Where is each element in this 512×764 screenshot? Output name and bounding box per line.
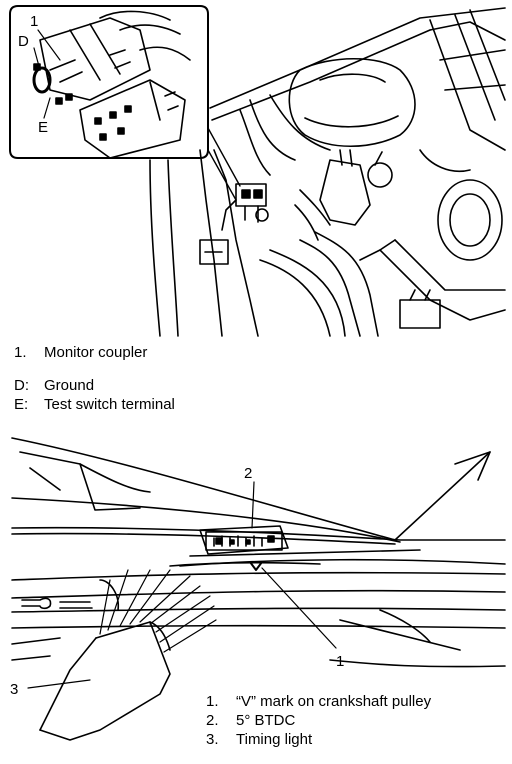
legend-number: D:: [14, 377, 29, 394]
engine-front-drawing: [12, 438, 505, 667]
legend-text: “V” mark on crankshaft pulley: [236, 693, 432, 710]
legend-item: 1. “V” mark on crankshaft pulley: [206, 693, 431, 711]
legend-text: Monitor coupler: [44, 344, 148, 361]
callout-1: 1: [336, 653, 344, 670]
timing-mark-illustration: 2 1 3: [10, 430, 512, 764]
callout-3: 3: [10, 681, 18, 698]
legend-item: E: Test switch terminal: [14, 396, 175, 414]
legend-item: 1. Monitor coupler: [14, 344, 147, 362]
legend-item: 2. 5° BTDC: [206, 712, 295, 730]
legend-item: 3. Timing light: [206, 731, 312, 749]
legend-number: 1.: [206, 693, 219, 710]
legend-text: Ground: [44, 377, 95, 394]
coupler-connector-drawing: [34, 11, 190, 158]
legend-text: 5° BTDC: [236, 712, 296, 729]
legend-text: Timing light: [236, 731, 313, 748]
legend-number: E:: [14, 396, 29, 413]
callout-d: D: [18, 33, 29, 50]
legend-item: D: Ground: [14, 377, 94, 395]
callout-1: 1: [30, 13, 38, 30]
callout-2: 2: [244, 465, 252, 482]
callout-e: E: [38, 119, 48, 136]
coupler-inset-box: [10, 6, 240, 200]
legend-number: 2.: [206, 712, 219, 729]
timing-light-drawing: [40, 570, 216, 740]
monitor-coupler-illustration: 1 D E: [0, 0, 512, 340]
legend-number: 3.: [206, 731, 219, 748]
engine-bay-drawing: [150, 8, 505, 336]
legend-number: 1.: [14, 344, 27, 361]
legend-text: Test switch terminal: [44, 396, 175, 413]
